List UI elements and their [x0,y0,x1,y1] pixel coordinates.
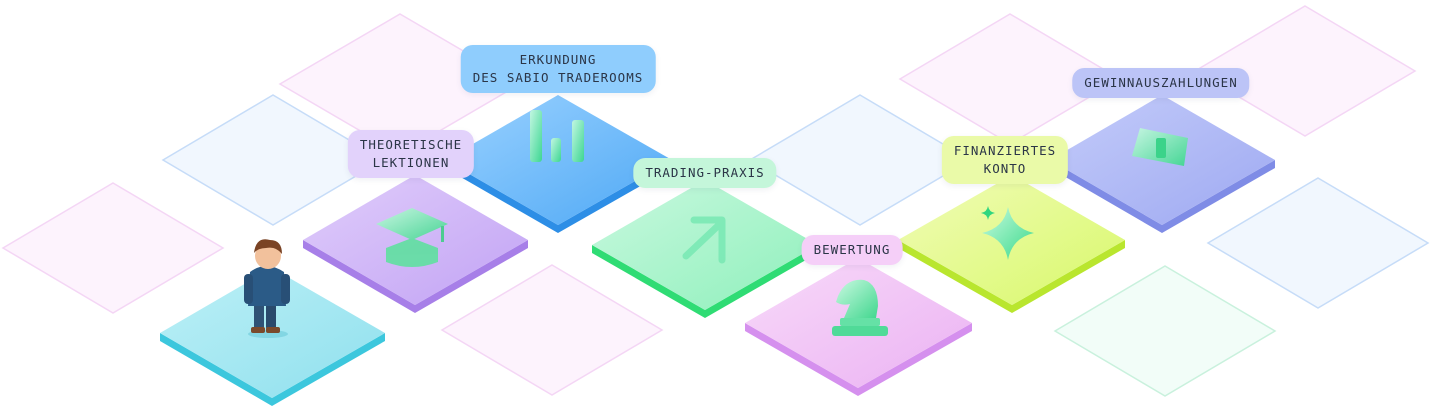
bg-tile [1,182,225,314]
tile-trading-praxis [592,180,818,318]
bg-tile [440,264,664,396]
label-line: GEWINNAUSZAHLUNGEN [1084,75,1238,90]
bar-chart-icon [530,110,584,162]
label-line: KONTO [983,161,1027,176]
label-erkundung: ERKUNDUNG DES SABIO TRADEROOMS [460,45,656,93]
label-line: ERKUNDUNG [519,52,597,67]
label-line: TRADING-PRAXIS [645,165,765,180]
tile-gewinnauszahlungen [1050,95,1275,233]
label-gewinnauszahlungen: GEWINNAUSZAHLUNGEN [1072,68,1250,98]
bg-tile [1206,177,1430,309]
label-finanziertes-konto: FINANZIERTES KONTO [941,136,1069,184]
background-tiles [1,5,1430,397]
bg-tile [1193,5,1417,137]
chess-knight-icon [832,279,888,336]
label-bewertung: BEWERTUNG [801,235,903,265]
label-line: BEWERTUNG [813,242,891,257]
label-trading-praxis: TRADING-PRAXIS [633,158,777,188]
label-line: THEORETISCHE [359,137,463,152]
graduation-cap-icon [376,208,448,267]
sparkle-icon [981,206,1034,260]
banknote-icon [1132,128,1188,166]
label-line: FINANZIERTES [953,143,1057,158]
arrow-up-right-icon [682,216,726,264]
label-line: LEKTIONEN [372,155,450,170]
label-theoretische-lektionen: THEORETISCHE LEKTIONEN [347,130,475,178]
bg-tile [161,94,385,226]
bg-tile [748,94,972,226]
label-line: DES SABIO TRADEROOMS [472,70,644,85]
student-avatar [244,239,290,338]
bg-tile [1053,265,1277,397]
